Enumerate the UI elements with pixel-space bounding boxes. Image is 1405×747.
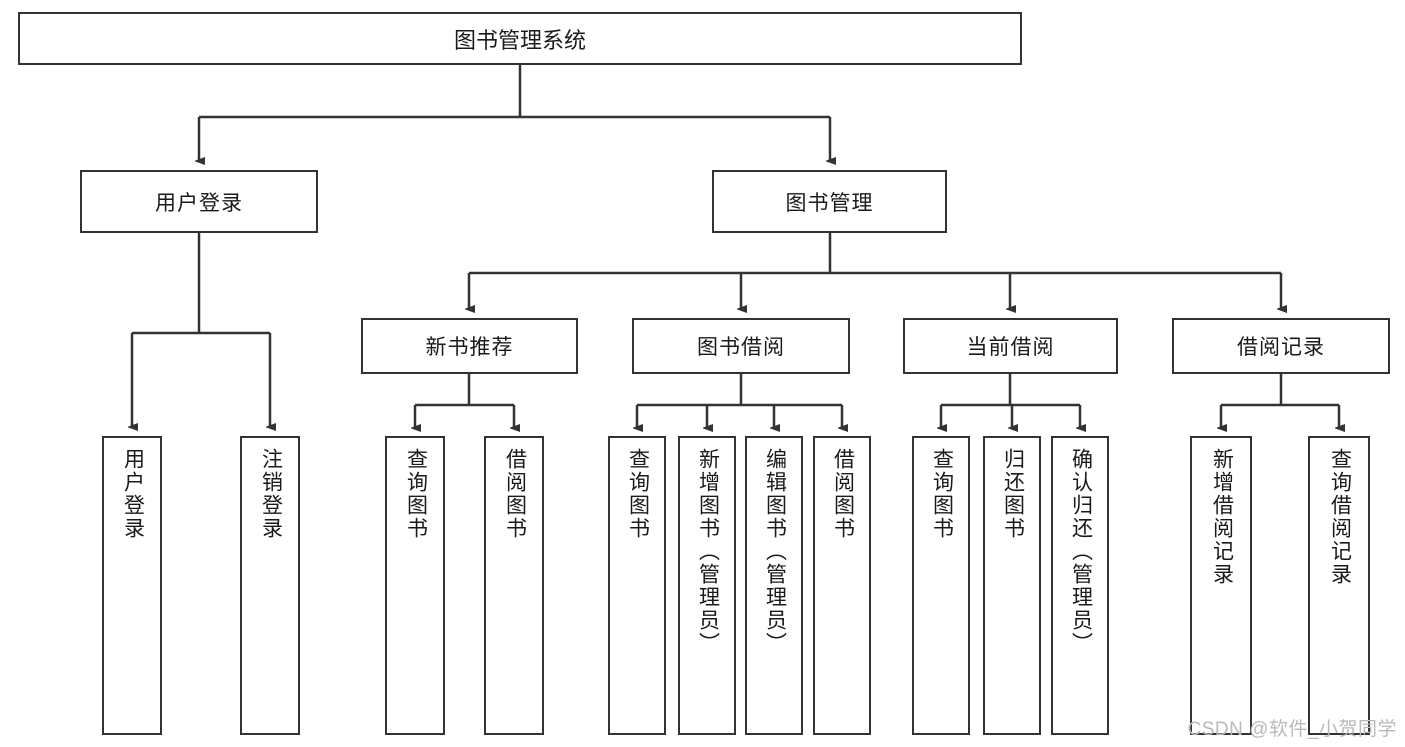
node-new-book-recommend[interactable]: 新书推荐 — [361, 318, 578, 374]
node-label: 当前借阅 — [966, 336, 1055, 359]
leaf-user-login[interactable]: 用户登录 — [102, 436, 162, 735]
node-label: 用户登录 — [155, 191, 243, 215]
watermark-text: CSDN @软件_小贺同学 — [1187, 719, 1397, 740]
node-root-system[interactable]: 图书管理系统 — [18, 12, 1022, 65]
leaf-query-book-current[interactable]: 查询图书 — [912, 436, 970, 735]
leaf-add-borrow-record[interactable]: 新增借阅记录 — [1190, 436, 1252, 735]
leaf-return-book[interactable]: 归还图书 — [983, 436, 1041, 735]
node-current-borrow[interactable]: 当前借阅 — [903, 318, 1118, 374]
node-label: 查询借阅记录 — [1328, 448, 1352, 586]
leaf-query-book-borrow[interactable]: 查询图书 — [608, 436, 666, 735]
node-label: 图书管理 — [785, 191, 874, 215]
node-label: 确认归还（管理员） — [1069, 448, 1093, 655]
leaf-add-book-admin[interactable]: 新增图书（管理员） — [678, 436, 736, 735]
node-label: 借阅图书 — [831, 448, 855, 540]
leaf-logout-login[interactable]: 注销登录 — [240, 436, 300, 735]
node-label: 查询图书 — [930, 448, 954, 540]
node-label: 新增借阅记录 — [1210, 448, 1234, 586]
node-label: 图书借阅 — [697, 336, 785, 359]
node-label: 编辑图书（管理员） — [763, 448, 787, 655]
node-label: 新增图书（管理员） — [696, 448, 720, 655]
node-book-borrow[interactable]: 图书借阅 — [632, 318, 850, 374]
node-label: 用户登录 — [121, 448, 145, 540]
leaf-borrow-book[interactable]: 借阅图书 — [813, 436, 871, 735]
node-label: 新书推荐 — [425, 336, 514, 359]
node-label: 借阅记录 — [1237, 336, 1325, 359]
leaf-borrow-book-recommend[interactable]: 借阅图书 — [484, 436, 544, 735]
leaf-query-borrow-record[interactable]: 查询借阅记录 — [1308, 436, 1370, 735]
node-user-login[interactable]: 用户登录 — [80, 170, 318, 233]
node-label: 借阅图书 — [503, 448, 527, 540]
node-label: 查询图书 — [404, 448, 428, 540]
node-borrow-record[interactable]: 借阅记录 — [1172, 318, 1390, 374]
leaf-confirm-return-admin[interactable]: 确认归还（管理员） — [1051, 436, 1109, 735]
node-label: 归还图书 — [1001, 448, 1025, 540]
node-label: 注销登录 — [259, 448, 283, 540]
node-label: 图书管理系统 — [453, 27, 586, 53]
node-label: 查询图书 — [626, 448, 650, 540]
node-book-management[interactable]: 图书管理 — [712, 170, 947, 233]
leaf-query-book-recommend[interactable]: 查询图书 — [385, 436, 445, 735]
leaf-edit-book-admin[interactable]: 编辑图书（管理员） — [745, 436, 803, 735]
